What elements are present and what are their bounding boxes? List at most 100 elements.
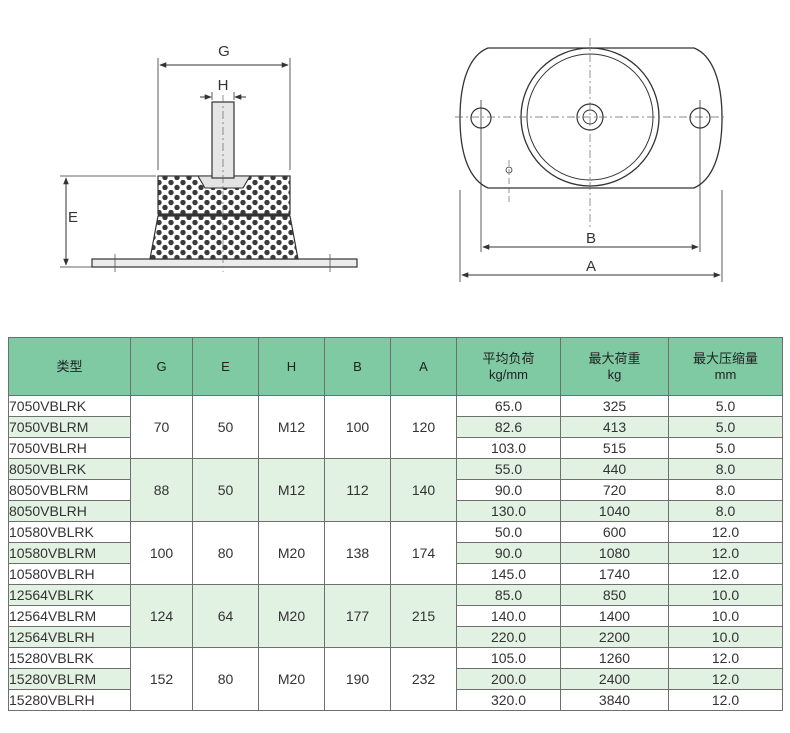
cell-max-load: 850 xyxy=(560,584,669,606)
dimension-g-label: G xyxy=(218,43,230,60)
cell-e: 80 xyxy=(192,647,259,711)
cell-e: 64 xyxy=(192,584,259,648)
header-g: G xyxy=(130,337,193,396)
cell-model: 8050VBLRH xyxy=(8,500,131,522)
cell-a: 174 xyxy=(390,521,457,585)
cell-avg-load: 85.0 xyxy=(456,584,561,606)
cell-e: 50 xyxy=(192,458,259,522)
cell-h: M20 xyxy=(258,584,325,648)
cell-g: 70 xyxy=(130,395,193,459)
side-view-drawing xyxy=(60,58,358,272)
cell-max-load: 3840 xyxy=(560,689,669,711)
cell-model: 10580VBLRM xyxy=(8,542,131,564)
cell-max-compression: 8.0 xyxy=(668,500,783,522)
base-plate-outline xyxy=(459,47,723,189)
cell-max-compression: 12.0 xyxy=(668,689,783,711)
header-max-compression-title: 最大压缩量 xyxy=(692,350,758,366)
cell-max-load: 1260 xyxy=(560,647,669,669)
cell-model: 15280VBLRH xyxy=(8,689,131,711)
cell-b: 112 xyxy=(324,458,391,522)
cell-e: 80 xyxy=(192,521,259,585)
cell-max-compression: 10.0 xyxy=(668,584,783,606)
cell-max-compression: 10.0 xyxy=(668,626,783,648)
cell-avg-load: 90.0 xyxy=(456,542,561,564)
cell-max-load: 1040 xyxy=(560,500,669,522)
cell-max-load: 2200 xyxy=(560,626,669,648)
cell-g: 100 xyxy=(130,521,193,585)
header-avg-load: 平均负荷 kg/mm xyxy=(456,337,561,396)
header-a: A xyxy=(390,337,457,396)
cell-max-compression: 12.0 xyxy=(668,542,783,564)
cell-model: 7050VBLRH xyxy=(8,437,131,459)
cell-max-load: 720 xyxy=(560,479,669,501)
cell-max-compression: 8.0 xyxy=(668,458,783,480)
rubber-body-lower xyxy=(149,215,299,260)
cell-max-load: 325 xyxy=(560,395,669,417)
cell-max-compression: 12.0 xyxy=(668,521,783,543)
cell-model: 8050VBLRK xyxy=(8,458,131,480)
cell-a: 215 xyxy=(390,584,457,648)
header-max-load: 最大荷重 kg xyxy=(560,337,669,396)
cell-model: 10580VBLRH xyxy=(8,563,131,585)
cell-max-compression: 12.0 xyxy=(668,563,783,585)
cell-model: 12564VBLRH xyxy=(8,626,131,648)
cell-model: 8050VBLRM xyxy=(8,479,131,501)
cell-max-compression: 12.0 xyxy=(668,668,783,690)
cell-h: M20 xyxy=(258,647,325,711)
cell-model: 10580VBLRK xyxy=(8,521,131,543)
cell-h: M20 xyxy=(258,521,325,585)
cell-max-load: 440 xyxy=(560,458,669,480)
cell-max-load: 2400 xyxy=(560,668,669,690)
dimension-e-label: E xyxy=(68,209,78,226)
base-plate xyxy=(91,258,358,268)
cell-b: 177 xyxy=(324,584,391,648)
cell-avg-load: 65.0 xyxy=(456,395,561,417)
cell-avg-load: 90.0 xyxy=(456,479,561,501)
cell-avg-load: 50.0 xyxy=(456,521,561,543)
cell-max-load: 413 xyxy=(560,416,669,438)
header-avg-load-unit: kg/mm xyxy=(489,366,528,382)
cell-avg-load: 140.0 xyxy=(456,605,561,627)
cell-a: 232 xyxy=(390,647,457,711)
cell-max-compression: 12.0 xyxy=(668,647,783,669)
header-type: 类型 xyxy=(8,337,131,396)
cell-avg-load: 320.0 xyxy=(456,689,561,711)
specification-table: 类型 G E H B A 平均负荷 kg/mm 最大荷重 kg 最大压缩量 mm… xyxy=(8,337,783,711)
cell-max-load: 1080 xyxy=(560,542,669,564)
cell-model: 7050VBLRM xyxy=(8,416,131,438)
header-max-compression: 最大压缩量 mm xyxy=(668,337,783,396)
cell-avg-load: 220.0 xyxy=(456,626,561,648)
cell-max-load: 1740 xyxy=(560,563,669,585)
cell-max-compression: 5.0 xyxy=(668,437,783,459)
cell-max-load: 1400 xyxy=(560,605,669,627)
top-view-drawing xyxy=(455,38,727,282)
cell-avg-load: 145.0 xyxy=(456,563,561,585)
technical-drawings: G H E B A xyxy=(60,38,727,282)
cell-h: M12 xyxy=(258,395,325,459)
cell-model: 15280VBLRM xyxy=(8,668,131,690)
cell-max-compression: 8.0 xyxy=(668,479,783,501)
cell-model: 12564VBLRK xyxy=(8,584,131,606)
cell-b: 190 xyxy=(324,647,391,711)
cell-a: 140 xyxy=(390,458,457,522)
cell-g: 152 xyxy=(130,647,193,711)
header-max-load-title: 最大荷重 xyxy=(588,350,641,366)
dimension-h-label: H xyxy=(218,77,229,94)
cell-e: 50 xyxy=(192,395,259,459)
cell-max-compression: 10.0 xyxy=(668,605,783,627)
cell-avg-load: 103.0 xyxy=(456,437,561,459)
cell-avg-load: 55.0 xyxy=(456,458,561,480)
cell-b: 138 xyxy=(324,521,391,585)
